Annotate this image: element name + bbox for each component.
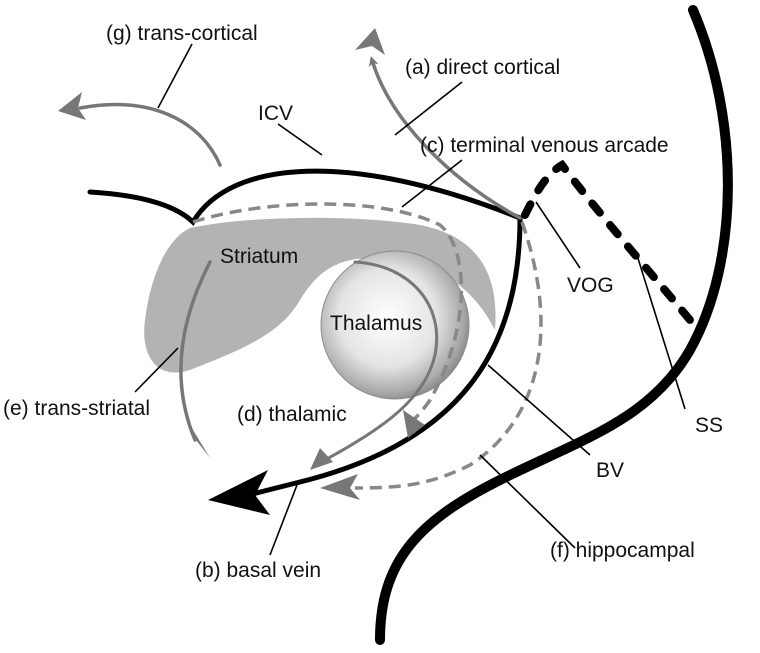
trans-cortical-arrowhead bbox=[58, 92, 86, 120]
hippocampal-vein bbox=[354, 221, 543, 490]
leader-b bbox=[269, 484, 298, 556]
label-ss: SS bbox=[695, 414, 723, 437]
cerebral-outline-right bbox=[375, 5, 733, 645]
basal-vein bbox=[242, 215, 523, 499]
label-bv: BV bbox=[596, 459, 624, 482]
basal-vein-arrowhead bbox=[208, 470, 270, 515]
trans-striatal-vein bbox=[179, 260, 212, 442]
thalamic-vein bbox=[323, 260, 439, 462]
label-trans-cortical: (g) trans-cortical bbox=[106, 22, 258, 45]
leader-f bbox=[479, 454, 576, 549]
leader-bv bbox=[487, 364, 591, 456]
label-direct-cortical: (a) direct cortical bbox=[405, 56, 560, 79]
terminal-venous-arcade bbox=[192, 202, 464, 426]
label-trans-striatal: (e) trans-striatal bbox=[3, 397, 150, 420]
label-icv: ICV bbox=[258, 102, 293, 125]
label-terminal-venous-arcade: (c) terminal venous arcade bbox=[420, 134, 669, 157]
vein-of-galen bbox=[521, 159, 694, 324]
leader-c bbox=[401, 159, 463, 208]
label-thalamic: (d) thalamic bbox=[237, 403, 347, 426]
internal-cerebral-vein bbox=[87, 168, 523, 226]
label-hippocampal: (f) hippocampal bbox=[550, 539, 695, 562]
leader-ss bbox=[635, 251, 686, 410]
leader-g bbox=[157, 43, 193, 109]
leader-e bbox=[134, 347, 179, 393]
thalamic-arrowhead bbox=[310, 448, 333, 470]
terminal-arcade-arrowhead bbox=[403, 410, 425, 438]
leader-vog bbox=[535, 201, 581, 269]
label-thalamus: Thalamus bbox=[330, 312, 422, 335]
hippocampal-arrowhead bbox=[320, 474, 360, 500]
label-basal-vein: (b) basal vein bbox=[195, 559, 321, 582]
trans-cortical-vein bbox=[78, 102, 222, 167]
label-vog: VOG bbox=[567, 274, 614, 297]
direct-cortical-arrowhead bbox=[355, 28, 385, 55]
direct-cortical-vein bbox=[368, 56, 522, 220]
label-striatum: Striatum bbox=[220, 245, 298, 268]
trans-striatal-arrowhead bbox=[190, 425, 210, 458]
leader-icv bbox=[277, 123, 323, 156]
leader-a bbox=[394, 81, 463, 136]
